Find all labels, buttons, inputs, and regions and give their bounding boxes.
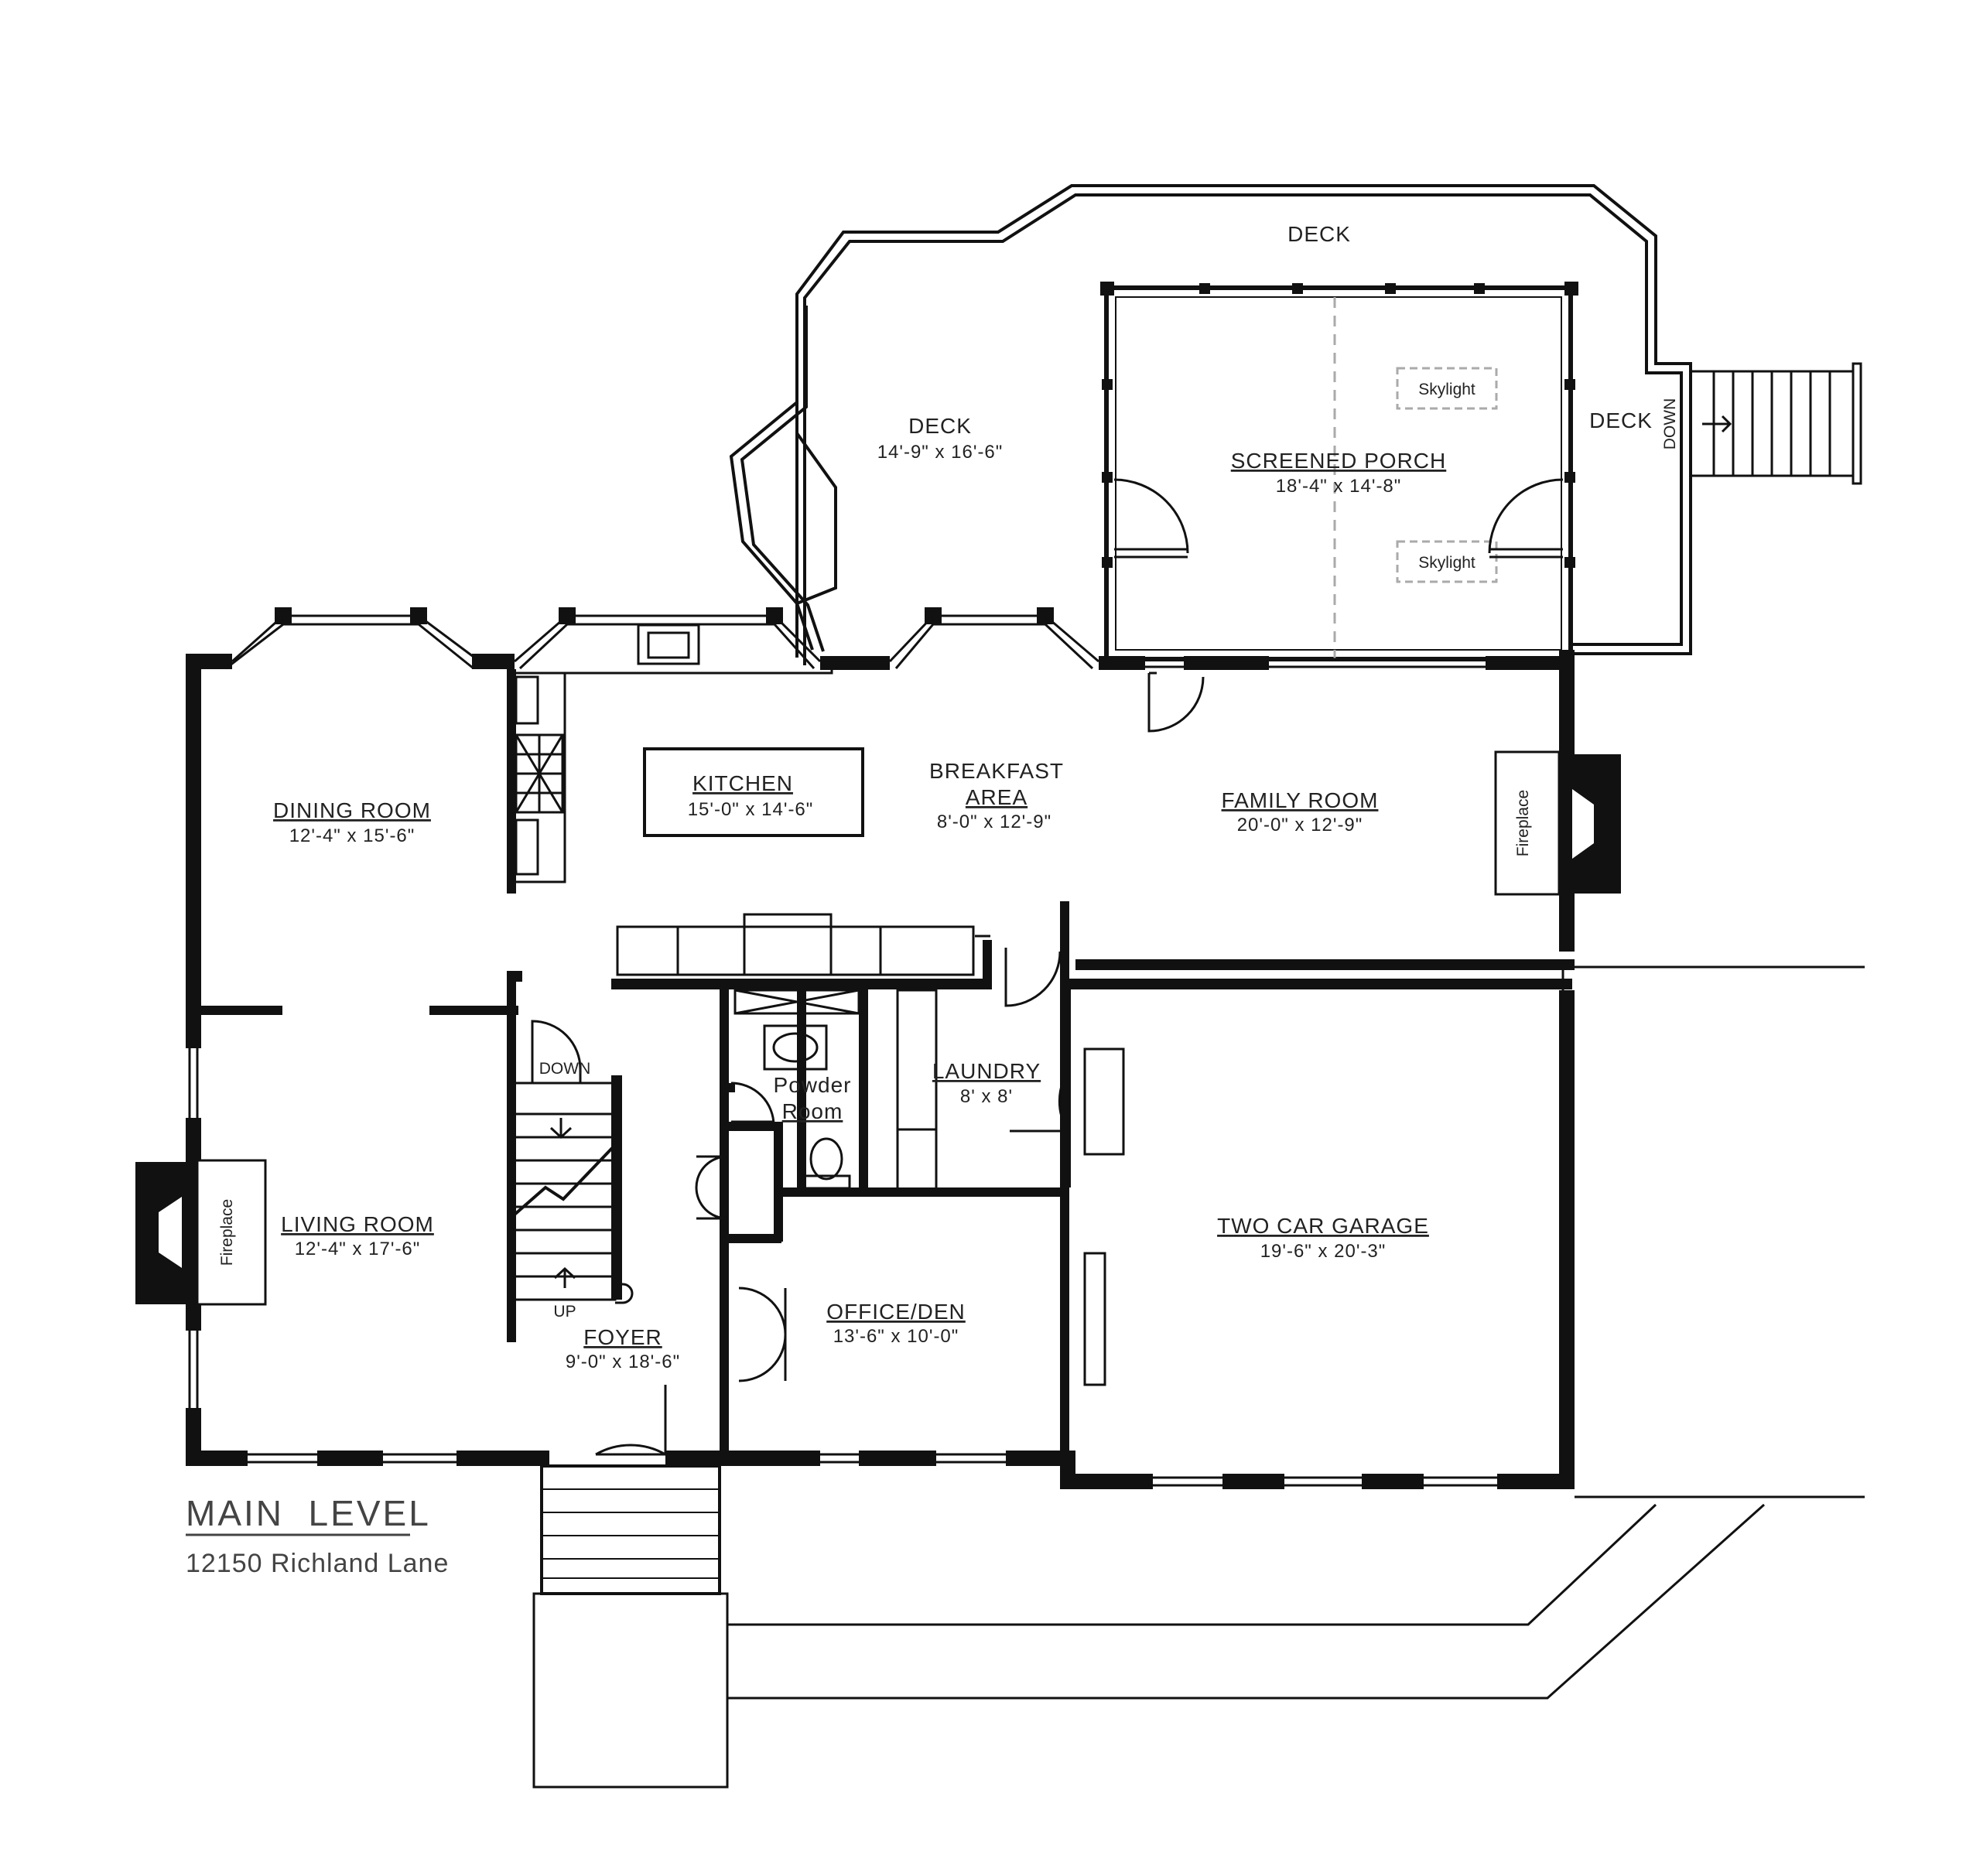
porch-door-right — [1488, 478, 1564, 559]
stairs-down-label: DOWN — [539, 1060, 591, 1078]
breakfast-area-dims: 8'-0" x 12'-9" — [937, 812, 1051, 832]
exterior-walls — [186, 607, 1575, 1489]
foyer-dims: 9'-0" x 18'-6" — [566, 1351, 680, 1372]
deck-right-name: DECK — [1589, 408, 1653, 432]
deck-top-name: DECK — [1287, 222, 1351, 246]
family-room-dims: 20'-0" x 12'-9" — [1237, 815, 1363, 835]
doors — [595, 671, 1205, 1457]
dining-room-name: DINING ROOM — [273, 798, 431, 822]
dining-room-dims: 12'-4" x 15'-6" — [289, 825, 415, 846]
fireplace-living: Fireplace — [135, 1159, 267, 1306]
kitchen-name: KITCHEN — [692, 771, 793, 795]
plan-address: 12150 Richland Lane — [186, 1549, 449, 1578]
screened-porch-dims: 18'-4" x 14'-8" — [1276, 476, 1402, 497]
deck-left-outline — [729, 302, 825, 652]
foyer-name: FOYER — [583, 1325, 662, 1349]
deck-stairs — [1689, 362, 1862, 485]
porch-posts — [1100, 282, 1578, 568]
fireplace-family: Fireplace — [1494, 750, 1621, 896]
fireplace-living-label: Fireplace — [218, 1199, 236, 1266]
deck-stairs-down-label: DOWN — [1661, 398, 1679, 450]
plan-title: MAIN LEVEL — [186, 1493, 431, 1533]
skylight-top: Skylight — [1396, 367, 1498, 410]
fireplace-family-label: Fireplace — [1514, 790, 1532, 856]
powder-room-fixtures — [730, 989, 938, 1191]
living-room-dims: 12'-4" x 17'-6" — [295, 1239, 421, 1259]
driveway — [532, 965, 1865, 1789]
breakfast-area-name-2: AREA — [966, 785, 1028, 809]
breakfast-area-name-1: BREAKFAST — [929, 759, 1064, 783]
screened-porch-walls — [1104, 285, 1573, 661]
stairs-up-label: UP — [553, 1303, 576, 1321]
screened-porch-name: SCREENED PORCH — [1231, 449, 1446, 473]
kitchen-dims: 15'-0" x 14'-6" — [688, 799, 814, 820]
porch-door-left — [1113, 478, 1189, 559]
family-room-name: FAMILY ROOM — [1222, 788, 1379, 812]
kitchen-counters — [515, 624, 990, 976]
laundry-dims: 8' x 8' — [960, 1086, 1013, 1107]
interior-walls — [201, 669, 1572, 1489]
stove-icon — [515, 733, 564, 814]
powder-room-name-2: Room — [782, 1099, 843, 1123]
laundry-name: LAUNDRY — [932, 1059, 1041, 1083]
powder-room-name-1: Powder — [774, 1073, 852, 1097]
living-room-name: LIVING ROOM — [281, 1212, 434, 1236]
office-den-name: OFFICE/DEN — [826, 1300, 966, 1324]
deck-left-dims: 14'-9" x 16'-6" — [877, 442, 1004, 463]
skylight-bottom: Skylight — [1396, 540, 1498, 583]
garage-name: TWO CAR GARAGE — [1217, 1214, 1429, 1238]
main-stairs — [513, 1020, 634, 1304]
entry-walkway — [540, 1464, 721, 1595]
garage-dims: 19'-6" x 20'-3" — [1260, 1241, 1387, 1262]
deck-left-name: DECK — [908, 414, 972, 438]
office-den-dims: 13'-6" x 10'-0" — [833, 1326, 959, 1347]
skylight-top-label: Skylight — [1418, 381, 1475, 398]
skylight-bottom-label: Skylight — [1418, 554, 1475, 572]
